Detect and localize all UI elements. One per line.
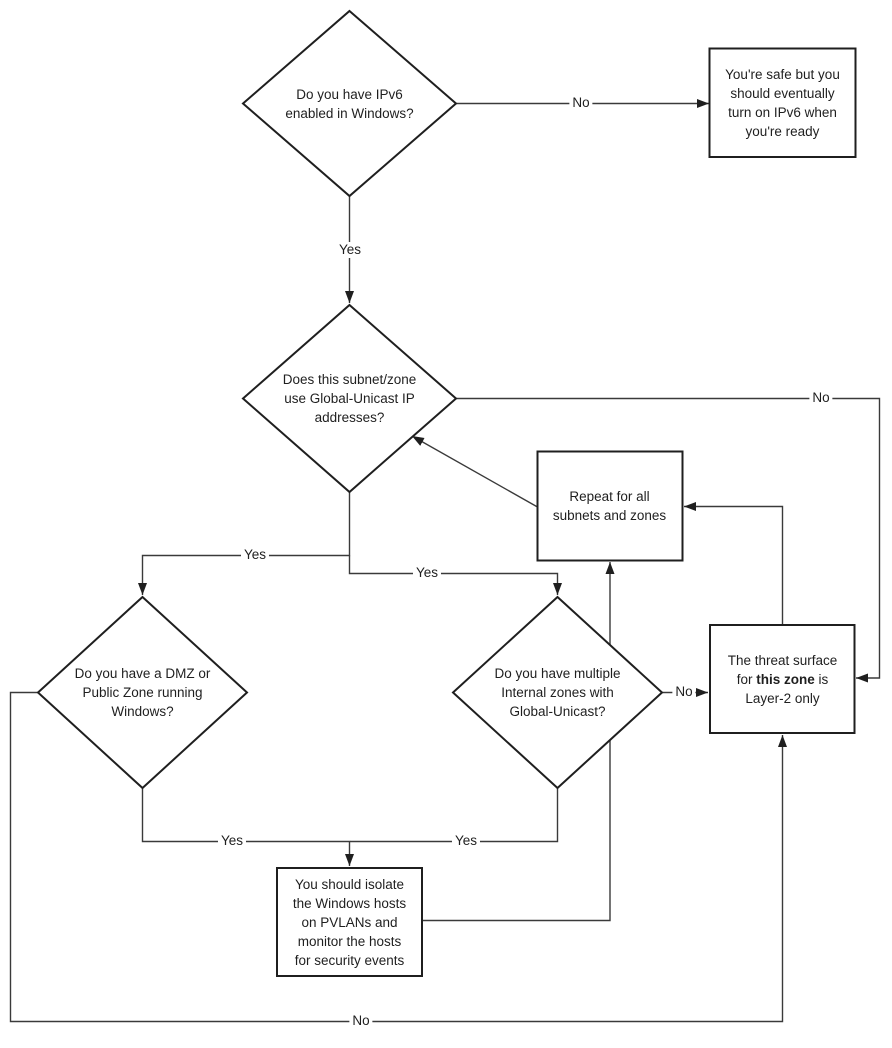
- decision-internal-zones: [451, 595, 664, 790]
- edge-label-internal-yes: Yes: [451, 833, 481, 849]
- process-safe-for-now: [708, 47, 857, 158]
- process-isolate-pvlans: [276, 867, 423, 977]
- edge-global-unicast-yes-dmz: [138, 492, 351, 595]
- node-label-global-unicast: Does this subnet/zone use Global-Unicast…: [282, 372, 417, 425]
- edge-threat-to-repeat: [684, 502, 784, 625]
- edge-label-dmz-yes: Yes: [217, 833, 247, 849]
- decision-ipv6-enabled: [241, 9, 458, 198]
- node-label-threat-layer2: The threat surface for this zone is Laye…: [727, 652, 838, 706]
- edge-label-ipv6-yes: Yes: [335, 242, 365, 258]
- node-label-ipv6-enabled: Do you have IPv6 enabled in Windows?: [285, 86, 414, 121]
- node-label-dmz: Do you have a DMZ or Public Zone running…: [74, 666, 211, 719]
- edge-dmz-yes: [141, 788, 354, 866]
- edge-label-ipv6-no: No: [569, 95, 593, 111]
- node-label-safe-for-now: You're safe but you should eventually tu…: [725, 67, 840, 139]
- edge-internal-yes: [350, 788, 559, 843]
- edge-global-unicast-no: [455, 397, 881, 683]
- process-repeat-all: [536, 450, 684, 562]
- edge-label-global-unicast-no: No: [809, 390, 833, 406]
- decision-global-unicast: [241, 303, 458, 494]
- edge-global-unicast-yes-internal: [348, 555, 562, 595]
- edge-dmz-no: [9, 691, 787, 1023]
- edge-label-dmz-no: No: [349, 1013, 373, 1029]
- process-threat-layer2: [709, 624, 856, 734]
- edge-label-global-unicast-yes-dmz: Yes: [240, 547, 270, 563]
- node-label-internal-zones: Do you have multiple Internal zones with…: [494, 666, 621, 719]
- decision-dmz: [36, 595, 249, 790]
- node-label-isolate-pvlans: You should isolate the Windows hosts on …: [292, 876, 407, 968]
- node-label-repeat-all: Repeat for all subnets and zones: [552, 489, 667, 523]
- edge-repeat-to-global-unicast: [411, 435, 538, 508]
- edge-label-internal-no: No: [672, 684, 696, 700]
- edge-label-global-unicast-yes-internal: Yes: [412, 565, 442, 581]
